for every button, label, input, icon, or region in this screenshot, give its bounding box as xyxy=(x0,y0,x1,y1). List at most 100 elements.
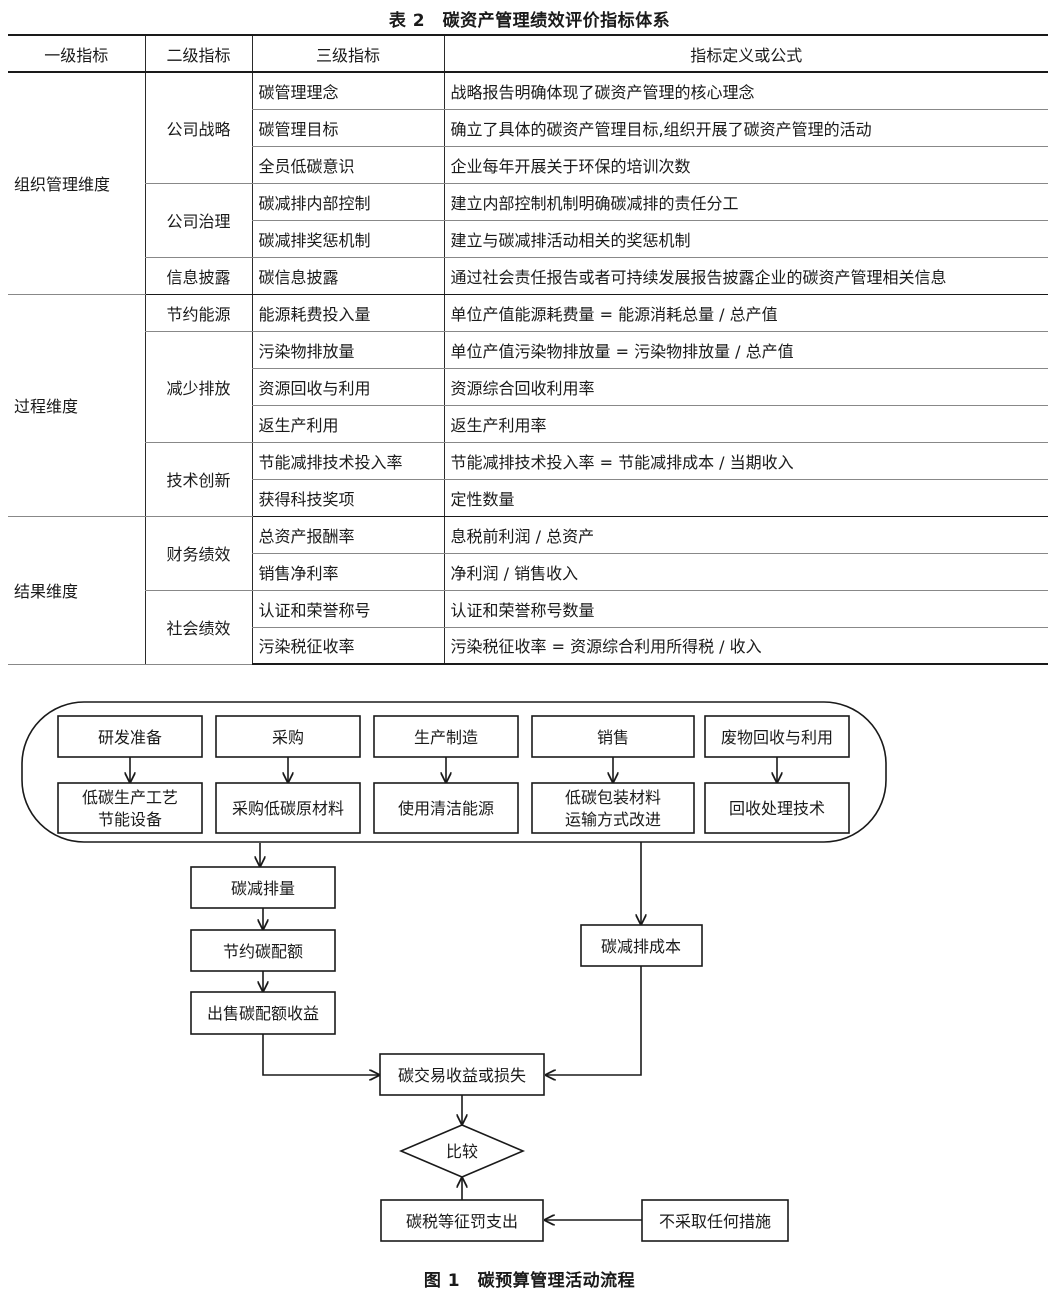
table-row: 结果维度 财务绩效 总资产报酬率 息税前利润 / 总资产 xyxy=(8,516,1048,665)
definition-cell: 资源综合回收利用率 xyxy=(443,368,1048,406)
measure-label: 低碳包装材料 xyxy=(565,788,661,807)
level3-cell: 污染物排放量 xyxy=(251,331,444,369)
level1-cell: 过程维度 xyxy=(8,294,145,517)
table-row: 碳减排奖惩机制 建立与碳减排活动相关的奖惩机制 xyxy=(8,220,1048,258)
table-row: 组织管理维度 公司战略 碳管理理念 战略报告明确体现了碳资产管理的核心理念 xyxy=(8,72,1048,295)
figure-caption: 图 1 碳预算管理活动流程 xyxy=(423,1271,636,1291)
header-level3: 三级指标 xyxy=(251,34,444,73)
header-level1: 一级指标 xyxy=(8,34,145,73)
definition-cell: 节能减排技术投入率 = 节能减排成本 / 当期收入 xyxy=(443,442,1048,480)
metrics-table: 一级指标 二级指标 三级指标 指标定义或公式 组织管理维度 公司战略 碳管理理念… xyxy=(8,34,1048,665)
level3-cell: 总资产报酬率 xyxy=(251,516,444,554)
reduction-amount-box xyxy=(190,866,336,909)
penalty-label: 碳税等征罚支出 xyxy=(406,1212,518,1231)
definition-cell: 单位产值能源耗费量 = 能源消耗总量 / 总产值 xyxy=(443,294,1048,332)
measure-label: 回收处理技术 xyxy=(729,799,825,818)
trade-result-label: 碳交易收益或损失 xyxy=(398,1066,526,1085)
stage-box xyxy=(215,715,361,758)
compare-label: 比较 xyxy=(446,1142,478,1161)
definition-cell: 返生产利用率 xyxy=(443,405,1048,443)
stage-label: 销售 xyxy=(597,728,629,747)
stage-label: 生产制造 xyxy=(414,728,478,747)
table-row: 销售净利率 净利润 / 销售收入 xyxy=(8,553,1048,591)
level3-cell: 销售净利率 xyxy=(251,553,444,591)
definition-cell: 息税前利润 / 总资产 xyxy=(443,516,1048,554)
measure-box xyxy=(215,782,361,834)
level1-cell: 结果维度 xyxy=(8,516,145,665)
measure-label: 低碳生产工艺 xyxy=(82,788,178,807)
header-level2: 二级指标 xyxy=(144,34,252,73)
quota-income-label: 出售碳配额收益 xyxy=(207,1004,319,1023)
definition-cell: 战略报告明确体现了碳资产管理的核心理念 xyxy=(443,72,1048,110)
definition-cell: 建立内部控制机制明确碳减排的责任分工 xyxy=(443,183,1048,221)
level3-cell: 认证和荣誉称号 xyxy=(251,590,444,628)
level3-cell: 碳减排奖惩机制 xyxy=(251,220,444,258)
no-action-label: 不采取任何措施 xyxy=(659,1212,771,1231)
level2-cell: 公司治理 xyxy=(144,183,252,258)
table-row: 减少排放 污染物排放量 单位产值污染物排放量 = 污染物排放量 / 总产值 xyxy=(8,331,1048,443)
definition-cell: 通过社会责任报告或者可持续发展报告披露企业的碳资产管理相关信息 xyxy=(443,257,1048,295)
level3-cell: 碳管理理念 xyxy=(251,72,444,110)
quota-saving-box xyxy=(190,929,336,972)
measure-label: 采购低碳原材料 xyxy=(232,799,344,818)
level3-cell: 碳减排内部控制 xyxy=(251,183,444,221)
measure-label: 节能设备 xyxy=(98,810,162,829)
table-row: 社会绩效 认证和荣誉称号 认证和荣誉称号数量 xyxy=(8,590,1048,665)
trade-result-box xyxy=(379,1053,545,1096)
table-row: 获得科技奖项 定性数量 xyxy=(8,479,1048,517)
table-row: 碳管理目标 确立了具体的碳资产管理目标,组织开展了碳资产管理的活动 xyxy=(8,109,1048,147)
penalty-box xyxy=(380,1199,544,1242)
definition-cell: 污染税征收率 = 资源综合利用所得税 / 收入 xyxy=(443,627,1048,665)
level3-cell: 污染税征收率 xyxy=(251,627,444,665)
table-row: 污染税征收率 污染税征收率 = 资源综合利用所得税 / 收入 xyxy=(8,627,1048,665)
stage-box xyxy=(57,715,203,758)
reduction-cost-box xyxy=(580,924,703,967)
level3-cell: 碳信息披露 xyxy=(251,257,444,295)
level3-cell: 碳管理目标 xyxy=(251,109,444,147)
table-header-row: 一级指标 二级指标 三级指标 指标定义或公式 xyxy=(8,34,1048,73)
stage-label: 废物回收与利用 xyxy=(721,728,833,747)
stage-box xyxy=(373,715,519,758)
level2-cell: 公司战略 xyxy=(144,72,252,184)
measure-box xyxy=(704,782,850,834)
table-caption: 表 2 碳资产管理绩效评价指标体系 xyxy=(388,11,671,31)
measure-box xyxy=(57,782,203,834)
table-row: 资源回收与利用 资源综合回收利用率 xyxy=(8,368,1048,406)
definition-cell: 建立与碳减排活动相关的奖惩机制 xyxy=(443,220,1048,258)
measure-label: 使用清洁能源 xyxy=(398,799,494,818)
table-row: 信息披露 碳信息披露 通过社会责任报告或者可持续发展报告披露企业的碳资产管理相关… xyxy=(8,257,1048,295)
stage-box xyxy=(531,715,695,758)
level3-cell: 获得科技奖项 xyxy=(251,479,444,517)
measure-box xyxy=(373,782,519,834)
table-row: 全员低碳意识 企业每年开展关于环保的培训次数 xyxy=(8,146,1048,184)
definition-cell: 单位产值污染物排放量 = 污染物排放量 / 总产值 xyxy=(443,331,1048,369)
no-action-box xyxy=(641,1199,789,1242)
reduction-cost-label: 碳减排成本 xyxy=(601,937,681,956)
measure-label: 运输方式改进 xyxy=(565,810,661,829)
level3-cell: 资源回收与利用 xyxy=(251,368,444,406)
level2-cell: 减少排放 xyxy=(144,331,252,443)
level3-cell: 全员低碳意识 xyxy=(251,146,444,184)
quota-income-box xyxy=(190,991,336,1035)
measure-box xyxy=(531,782,695,834)
definition-cell: 净利润 / 销售收入 xyxy=(443,553,1048,591)
definition-cell: 企业每年开展关于环保的培训次数 xyxy=(443,146,1048,184)
level2-cell: 信息披露 xyxy=(144,257,252,295)
level2-cell: 社会绩效 xyxy=(144,590,252,665)
table-row: 返生产利用 返生产利用率 xyxy=(8,405,1048,443)
table-row: 过程维度 节约能源 能源耗费投入量 单位产值能源耗费量 = 能源消耗总量 / 总… xyxy=(8,294,1048,517)
level3-cell: 返生产利用 xyxy=(251,405,444,443)
level2-cell: 财务绩效 xyxy=(144,516,252,591)
level3-cell: 能源耗费投入量 xyxy=(251,294,444,332)
table-row: 公司治理 碳减排内部控制 建立内部控制机制明确碳减排的责任分工 xyxy=(8,183,1048,258)
stage-label: 采购 xyxy=(272,728,304,747)
level2-cell: 技术创新 xyxy=(144,442,252,517)
stage-label: 研发准备 xyxy=(98,728,162,747)
definition-cell: 认证和荣誉称号数量 xyxy=(443,590,1048,628)
flow-arrow xyxy=(262,1034,379,1075)
quota-saving-label: 节约碳配额 xyxy=(223,942,303,961)
definition-cell: 定性数量 xyxy=(443,479,1048,517)
definition-cell: 确立了具体的碳资产管理目标,组织开展了碳资产管理的活动 xyxy=(443,109,1048,147)
level1-cell: 组织管理维度 xyxy=(8,72,145,295)
